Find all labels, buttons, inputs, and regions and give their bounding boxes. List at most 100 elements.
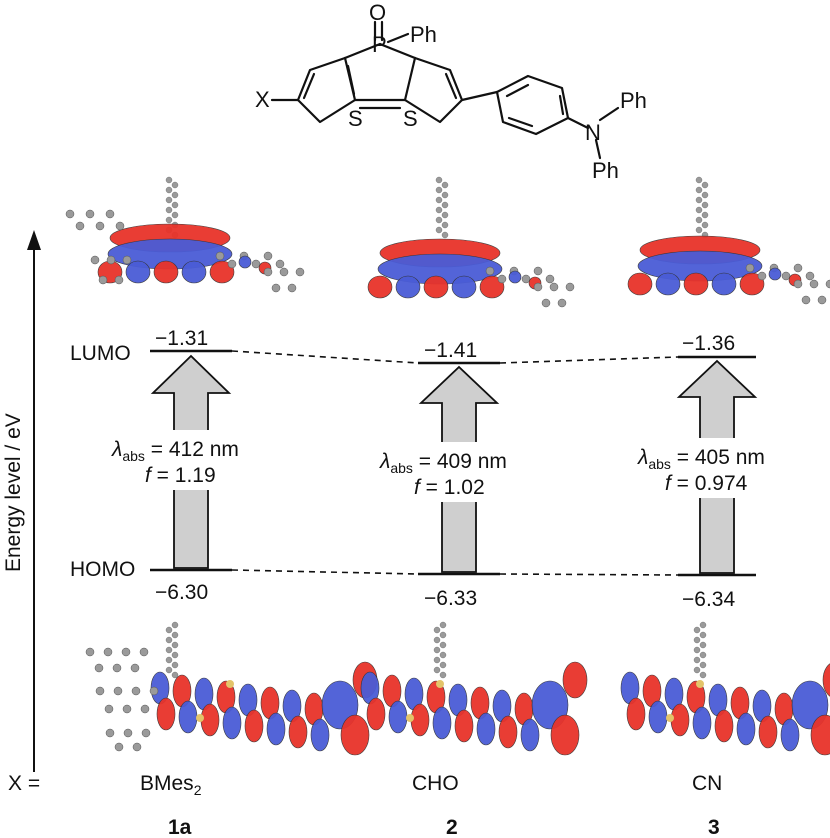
lumo-phenyl-stick-2 (701, 181, 709, 189)
homo-lobe-lower-2 (692, 706, 712, 740)
lumo-lobe-bottom-2 (683, 272, 709, 296)
sulfur-right-label: S (403, 106, 418, 131)
lumo-amine-atom-0 (287, 283, 297, 293)
homo-lobe-lower-2 (626, 697, 646, 731)
homo-phenyl-stick-0 (165, 636, 173, 644)
mesityl-atom (132, 742, 142, 752)
lumo-phenyl-stick-0 (165, 216, 173, 224)
n-phenyl-label-1: Ph (620, 88, 647, 113)
lumo-lobe-bottom-1 (423, 275, 449, 299)
homo-phenyl-stick-1 (439, 631, 447, 639)
lumo-phenyl-stick-2 (695, 216, 703, 224)
lambda-label-3: λabs = 405 nm (637, 446, 765, 472)
mesityl-atom (85, 209, 95, 219)
n-ph-bond-2 (594, 138, 602, 160)
homo-phenyl-stick-0 (171, 631, 179, 639)
lumo-label: LUMO (70, 342, 131, 365)
label-bg-1a (108, 430, 278, 490)
homo-lobe-lower-1 (498, 715, 518, 749)
lumo-tail-atom-0 (263, 251, 273, 261)
lumo-lobe-bottom-0 (181, 260, 207, 284)
mesityl-atom (106, 255, 116, 265)
lumo-amine-atom-2 (825, 279, 830, 289)
mesityl-atom (130, 663, 140, 673)
energy-axis: Energy level / eV (2, 230, 41, 772)
homo-lobe-lower-2 (758, 715, 778, 749)
right-thiophene-double (444, 72, 458, 100)
lumo-amine-atom-2 (793, 279, 803, 289)
lumo-amine-atom-1 (557, 298, 567, 308)
phenylene-double-1 (505, 83, 530, 98)
sulfur-atom-0 (196, 714, 204, 722)
mesityl-atom (122, 704, 132, 714)
lumo-value-1a: −1.31 (155, 327, 208, 350)
lumo-phenyl-stick-2 (695, 226, 703, 234)
homo-phenyl-stick-2 (693, 656, 701, 664)
homo-phenyl-stick-1 (433, 636, 441, 644)
homo-amine-lobe-1 (562, 661, 588, 699)
homo-connector-2 (499, 573, 679, 576)
structure-labels: O P Ph X S S N Ph Ph (255, 0, 647, 183)
aryl-link (460, 90, 499, 102)
compound-id-2: 2 (446, 816, 458, 838)
mesityl-atom (85, 647, 95, 657)
homo-phenyl-stick-2 (693, 636, 701, 644)
homo-lobe-lower-0 (244, 709, 264, 743)
lumo-phenyl-stick-2 (695, 196, 703, 204)
lumo-tail-atom-1 (521, 274, 531, 284)
homo-lobe-lower-2 (670, 703, 690, 737)
f-label-1a: f = 1.19 (145, 464, 216, 487)
lumo-tail-atom-2 (745, 263, 755, 273)
homo-lobe-lower-0 (266, 712, 286, 746)
sulfur-atom-2 (696, 680, 704, 688)
lumo-lobe-bottom-0 (209, 260, 235, 284)
lumo-phenyl-stick-1 (441, 201, 449, 209)
mesityl-atom (94, 663, 104, 673)
lumo-tail-atom-2 (793, 263, 803, 273)
substituent-x-label: X (255, 87, 270, 112)
homo-amine-lobe-2 (810, 714, 830, 756)
lumo-lobe-bottom-1 (395, 275, 421, 299)
homo-phenyl-stick-1 (433, 626, 441, 634)
homo-value-1a: −6.30 (155, 581, 208, 604)
lumo-lobe-bottom-2 (627, 272, 653, 296)
mesityl-atom (123, 728, 133, 738)
homo-lobe-lower-0 (222, 706, 242, 740)
mesityl-atom (149, 686, 159, 696)
lumo-amine-atom-0 (263, 267, 273, 277)
lumo-amine-atom-1 (565, 282, 575, 292)
homo-value-3: −6.34 (682, 588, 735, 611)
sulfur-atom-1 (406, 714, 414, 722)
homo-phenyl-stick-0 (171, 661, 179, 669)
mesityl-atom (115, 221, 125, 231)
label-bg-2 (376, 442, 546, 502)
x-row-label: X = (8, 772, 40, 795)
lumo-amine-atom-1 (541, 298, 551, 308)
lumo-amine-atom-0 (295, 267, 305, 277)
mesityl-atom (140, 704, 150, 714)
p-phenyl-label: Ph (410, 22, 437, 47)
lumo-tail-atom-2 (805, 271, 815, 281)
mesityl-atom (113, 686, 123, 696)
homo-lobe-lower-2 (736, 712, 756, 746)
lumo-tail-lobe-2 (768, 267, 782, 281)
homo-phenyl-stick-2 (699, 661, 707, 669)
mesityl-atom (141, 728, 151, 738)
lumo-phenyl-stick-1 (435, 186, 443, 194)
oxygen-label: O (369, 0, 386, 25)
homo-phenyl-stick-0 (171, 621, 179, 629)
homo-lobe-lower-1 (520, 718, 540, 752)
homo-lobe-lower-2 (780, 718, 800, 752)
homo-phenyl-stick-0 (171, 641, 179, 649)
homo-phenyl-stick-2 (699, 651, 707, 659)
lumo-phenyl-stick-2 (695, 176, 703, 184)
aryl-n-bond (566, 116, 590, 130)
lumo-amine-atom-1 (549, 282, 559, 292)
lumo-phenyl-stick-0 (165, 196, 173, 204)
lumo-phenyl-stick-0 (171, 211, 179, 219)
lumo-phenyl-stick-1 (441, 181, 449, 189)
lumo-lobe-bottom-1 (367, 275, 393, 299)
homo-amine-lobe-0 (340, 714, 370, 756)
mesityl-atom (139, 647, 149, 657)
mesityl-atom (105, 728, 115, 738)
